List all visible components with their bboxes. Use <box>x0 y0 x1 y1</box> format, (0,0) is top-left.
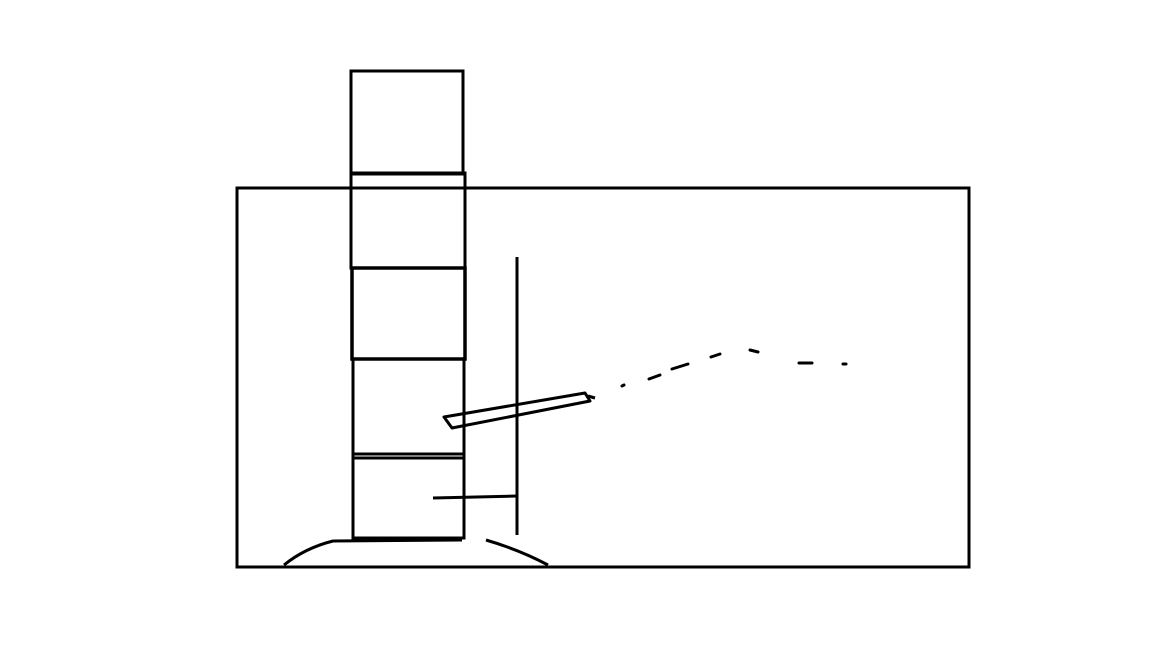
column-base-mound <box>283 538 549 567</box>
column-segment-1 <box>349 69 465 176</box>
tilted-tube <box>442 391 596 430</box>
stacked-column <box>349 69 467 540</box>
column-segment-5 <box>351 452 466 540</box>
column-segment-3 <box>350 266 467 361</box>
column-segment-4 <box>351 357 466 456</box>
rod-bracket <box>432 494 518 500</box>
dashed-trajectory <box>620 348 848 388</box>
outer-tank <box>235 186 971 569</box>
